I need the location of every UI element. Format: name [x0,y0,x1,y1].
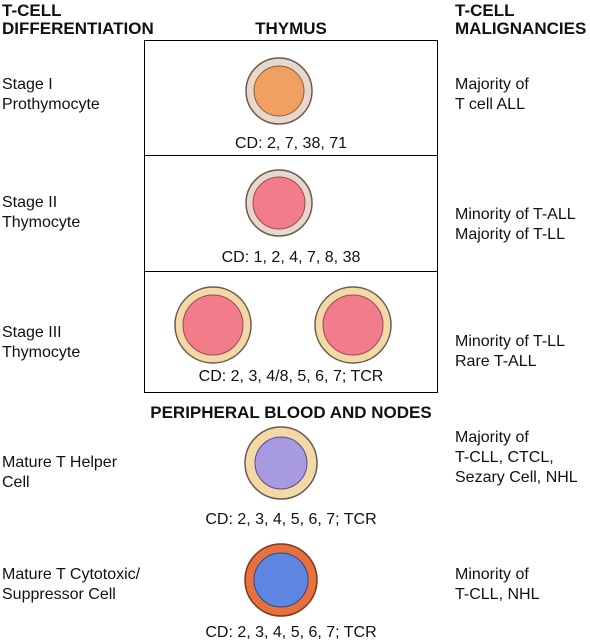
stage-3-label-line-2: Thymocyte [2,344,81,361]
cytotoxic-malignancy-line-2: T-CLL, NHL [455,586,540,603]
header-left-line-1: T-CELL [2,1,62,20]
cytotoxic-malignancy-line-1: Minority of [455,566,529,583]
helper-label: Mature T Helper Cell [2,453,117,493]
thymus-stage-3-box [144,271,438,393]
cytotoxic-label-line-1: Mature T Cytotoxic/ [2,566,141,583]
helper-malignancy: Majority of T-CLL, CTCL, Sezary Cell, NH… [455,428,578,488]
stage-2-label: Stage II Thymocyte [2,193,80,233]
stage-3-malignancy-line-1: Minority of T-LL [455,333,565,350]
helper-label-line-1: Mature T Helper [2,454,118,471]
stage-3-cd: CD: 2, 3, 4/8, 5, 6, 7; TCR [198,368,384,385]
helper-malignancy-line-2: T-CLL, CTCL, [455,449,554,466]
stage-1-malignancy-line-2: T cell ALL [455,96,525,113]
header-thymus: THYMUS [144,20,438,38]
helper-label-line-2: Cell [2,474,30,491]
helper-malignancy-line-3: Sezary Cell, NHL [455,469,578,486]
header-right-line-1: T-CELL [455,1,515,20]
stage-2-label-line-2: Thymocyte [2,214,81,231]
stage-3-malignancy-line-2: Rare T-ALL [455,353,537,370]
stage-2-malignancy: Minority of T-ALL Majority of T-LL [455,205,576,245]
thymocyte-cell [244,168,314,238]
helper-malignancy-line-1: Majority of [455,429,529,446]
peripheral-title: PERIPHERAL BLOOD AND NODES [150,403,432,422]
header-center: THYMUS [255,19,327,38]
header-differentiation: T-CELL DIFFERENTIATION [2,2,154,38]
stage-1-label: Stage I Prothymocyte [2,75,100,115]
stage-1-label-line-2: Prothymocyte [2,96,100,113]
header-left-line-2: DIFFERENTIATION [2,19,154,38]
cytotoxic-label: Mature T Cytotoxic/ Suppressor Cell [2,565,140,605]
stage-1-cd: CD: 2, 7, 38, 71 [234,135,348,152]
header-right-line-2: MALIGNANCIES [455,19,587,38]
stage-2-malignancy-line-1: Minority of T-ALL [455,206,576,223]
stage-2-malignancy-line-2: Majority of T-LL [455,226,565,243]
helper-cd: CD: 2, 3, 4, 5, 6, 7; TCR [205,511,377,528]
stage-3-malignancy: Minority of T-LL Rare T-ALL [455,332,565,372]
stage-1-malignancy-line-1: Majority of [455,76,529,93]
stage-2-label-line-1: Stage II [2,194,58,211]
stage-3-label: Stage III Thymocyte [2,323,80,363]
stage-1-malignancy: Majority of T cell ALL [455,75,529,115]
cytotoxic-label-line-2: Suppressor Cell [2,586,116,603]
cytotoxic-cd: CD: 2, 3, 4, 5, 6, 7; TCR [205,624,377,641]
cytotoxic-malignancy: Minority of T-CLL, NHL [455,565,539,605]
prothymocyte-cell [244,56,314,126]
stage-1-label-line-1: Stage I [2,76,53,93]
helper-cell [243,425,319,501]
thymocyte-cell-right [313,285,393,365]
header-malignancies: T-CELL MALIGNANCIES [455,2,586,38]
stage-2-cd: CD: 1, 2, 4, 7, 8, 38 [221,249,361,266]
thymocyte-cell-left [173,285,253,365]
cytotoxic-cell [243,542,319,618]
stage-3-label-line-1: Stage III [2,324,62,341]
